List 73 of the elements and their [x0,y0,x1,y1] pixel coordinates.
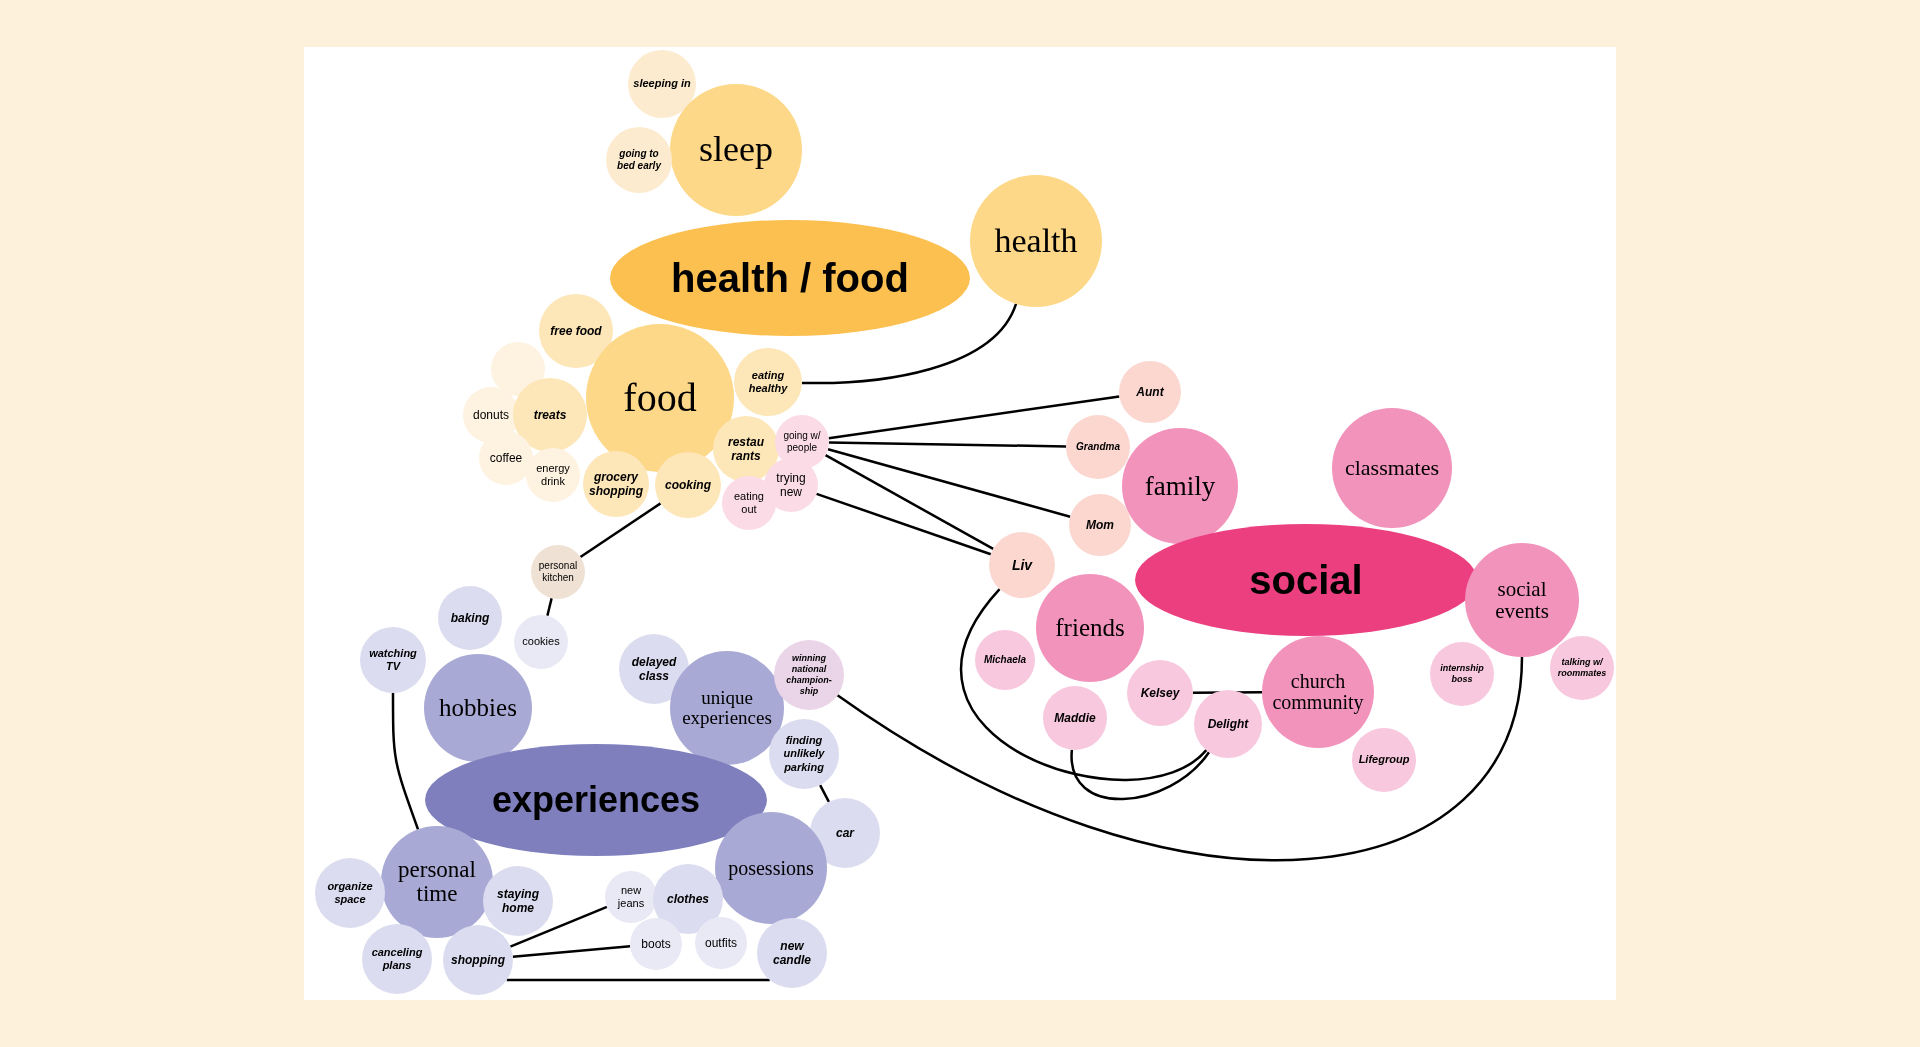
bubble-label: shopping [451,952,505,968]
bubble-label: trying new [775,470,807,500]
bubble-label: Kelsey [1140,685,1180,701]
bubble-label: social events [1494,577,1550,623]
bubble-label: sleeping in [633,77,691,91]
bubble-label: health / food [671,258,909,298]
connector-line [819,784,830,803]
connector-line [391,693,420,830]
bubble-label: Lifegroup [1358,753,1410,767]
connector-line [836,656,1524,861]
bubble-label: unique experiences [681,688,773,728]
bubble-label: new candle [772,938,812,968]
bubble-label: boots [641,936,671,952]
bubble-label: church community [1271,671,1365,713]
bubble-label: winning national champion-ship [785,653,833,697]
bubble-label: grocery shopping [588,469,644,499]
bubble-label: delayed class [630,654,678,684]
connector-line [828,395,1120,440]
bubble-label: baking [450,610,490,626]
bubble-label: sleep [699,131,773,169]
bubble-label: cooking [665,477,711,493]
bubble-label: family [1144,471,1216,501]
bubble-label: Maddie [1054,710,1096,726]
bubble-label: experiences [491,782,701,818]
bubble-label: donuts [473,407,509,423]
bubble-label: Delight [1207,716,1249,732]
connector-line [802,303,1018,385]
bubble-label: personal kitchen [537,560,579,584]
bubble-label: clothes [667,891,709,907]
bubble-label: free food [550,323,602,339]
bubble-label: health [994,223,1078,259]
bubble-label: eating healthy [747,368,789,396]
bubble-label: going to bed early [616,148,663,172]
connector-line [960,588,1208,782]
connector-line [546,597,553,617]
bubble-label: treats [533,407,567,423]
bubble-label: classmates [1344,456,1440,480]
connector-line [512,945,631,959]
bubble-label: organize space [326,879,374,907]
bubble-label: Grandma [1076,441,1120,453]
connector-line [1070,749,1210,801]
bubble-label: going w/ people [782,430,822,454]
connector-line [828,441,1067,448]
bubble-label: new jeans [616,883,646,911]
bubble-label: Mom [1086,517,1114,533]
bubble-label: Aunt [1136,384,1164,400]
bubble-label: posessions [728,857,814,879]
bubble-label: canceling plans [370,945,424,973]
connector-line [816,492,992,556]
connector-line [509,905,608,948]
bubble-label: friends [1055,614,1125,642]
bubble-label: cookies [522,635,560,649]
bubble-label: staying home [496,886,540,916]
bubble-label: Michaela [983,654,1027,666]
connector-line [827,448,1071,518]
bubble-label: energy drink [535,461,571,489]
bubble-label: food [623,377,697,419]
connector-line [824,454,994,550]
bubble-label: Liv [1011,556,1033,574]
connector-line [579,502,662,559]
bubble-label: outfits [705,935,737,951]
bubble-label: car [836,825,854,841]
bubble-label: watching TV [368,646,418,674]
bubble-label: eating out [733,489,765,517]
bubble-label: coffee [489,450,523,466]
connector-line [506,978,770,982]
bubble-label: hobbies [439,694,517,722]
bubble-label: internship boss [1439,663,1485,685]
bubble-label: restau rants [727,434,765,464]
bubble-label: finding unlikely parking [782,734,826,774]
bubble-label: social [1249,560,1363,600]
bubble-label: talking w/ roommates [1556,657,1608,679]
bubble-label: personal time [397,857,477,907]
